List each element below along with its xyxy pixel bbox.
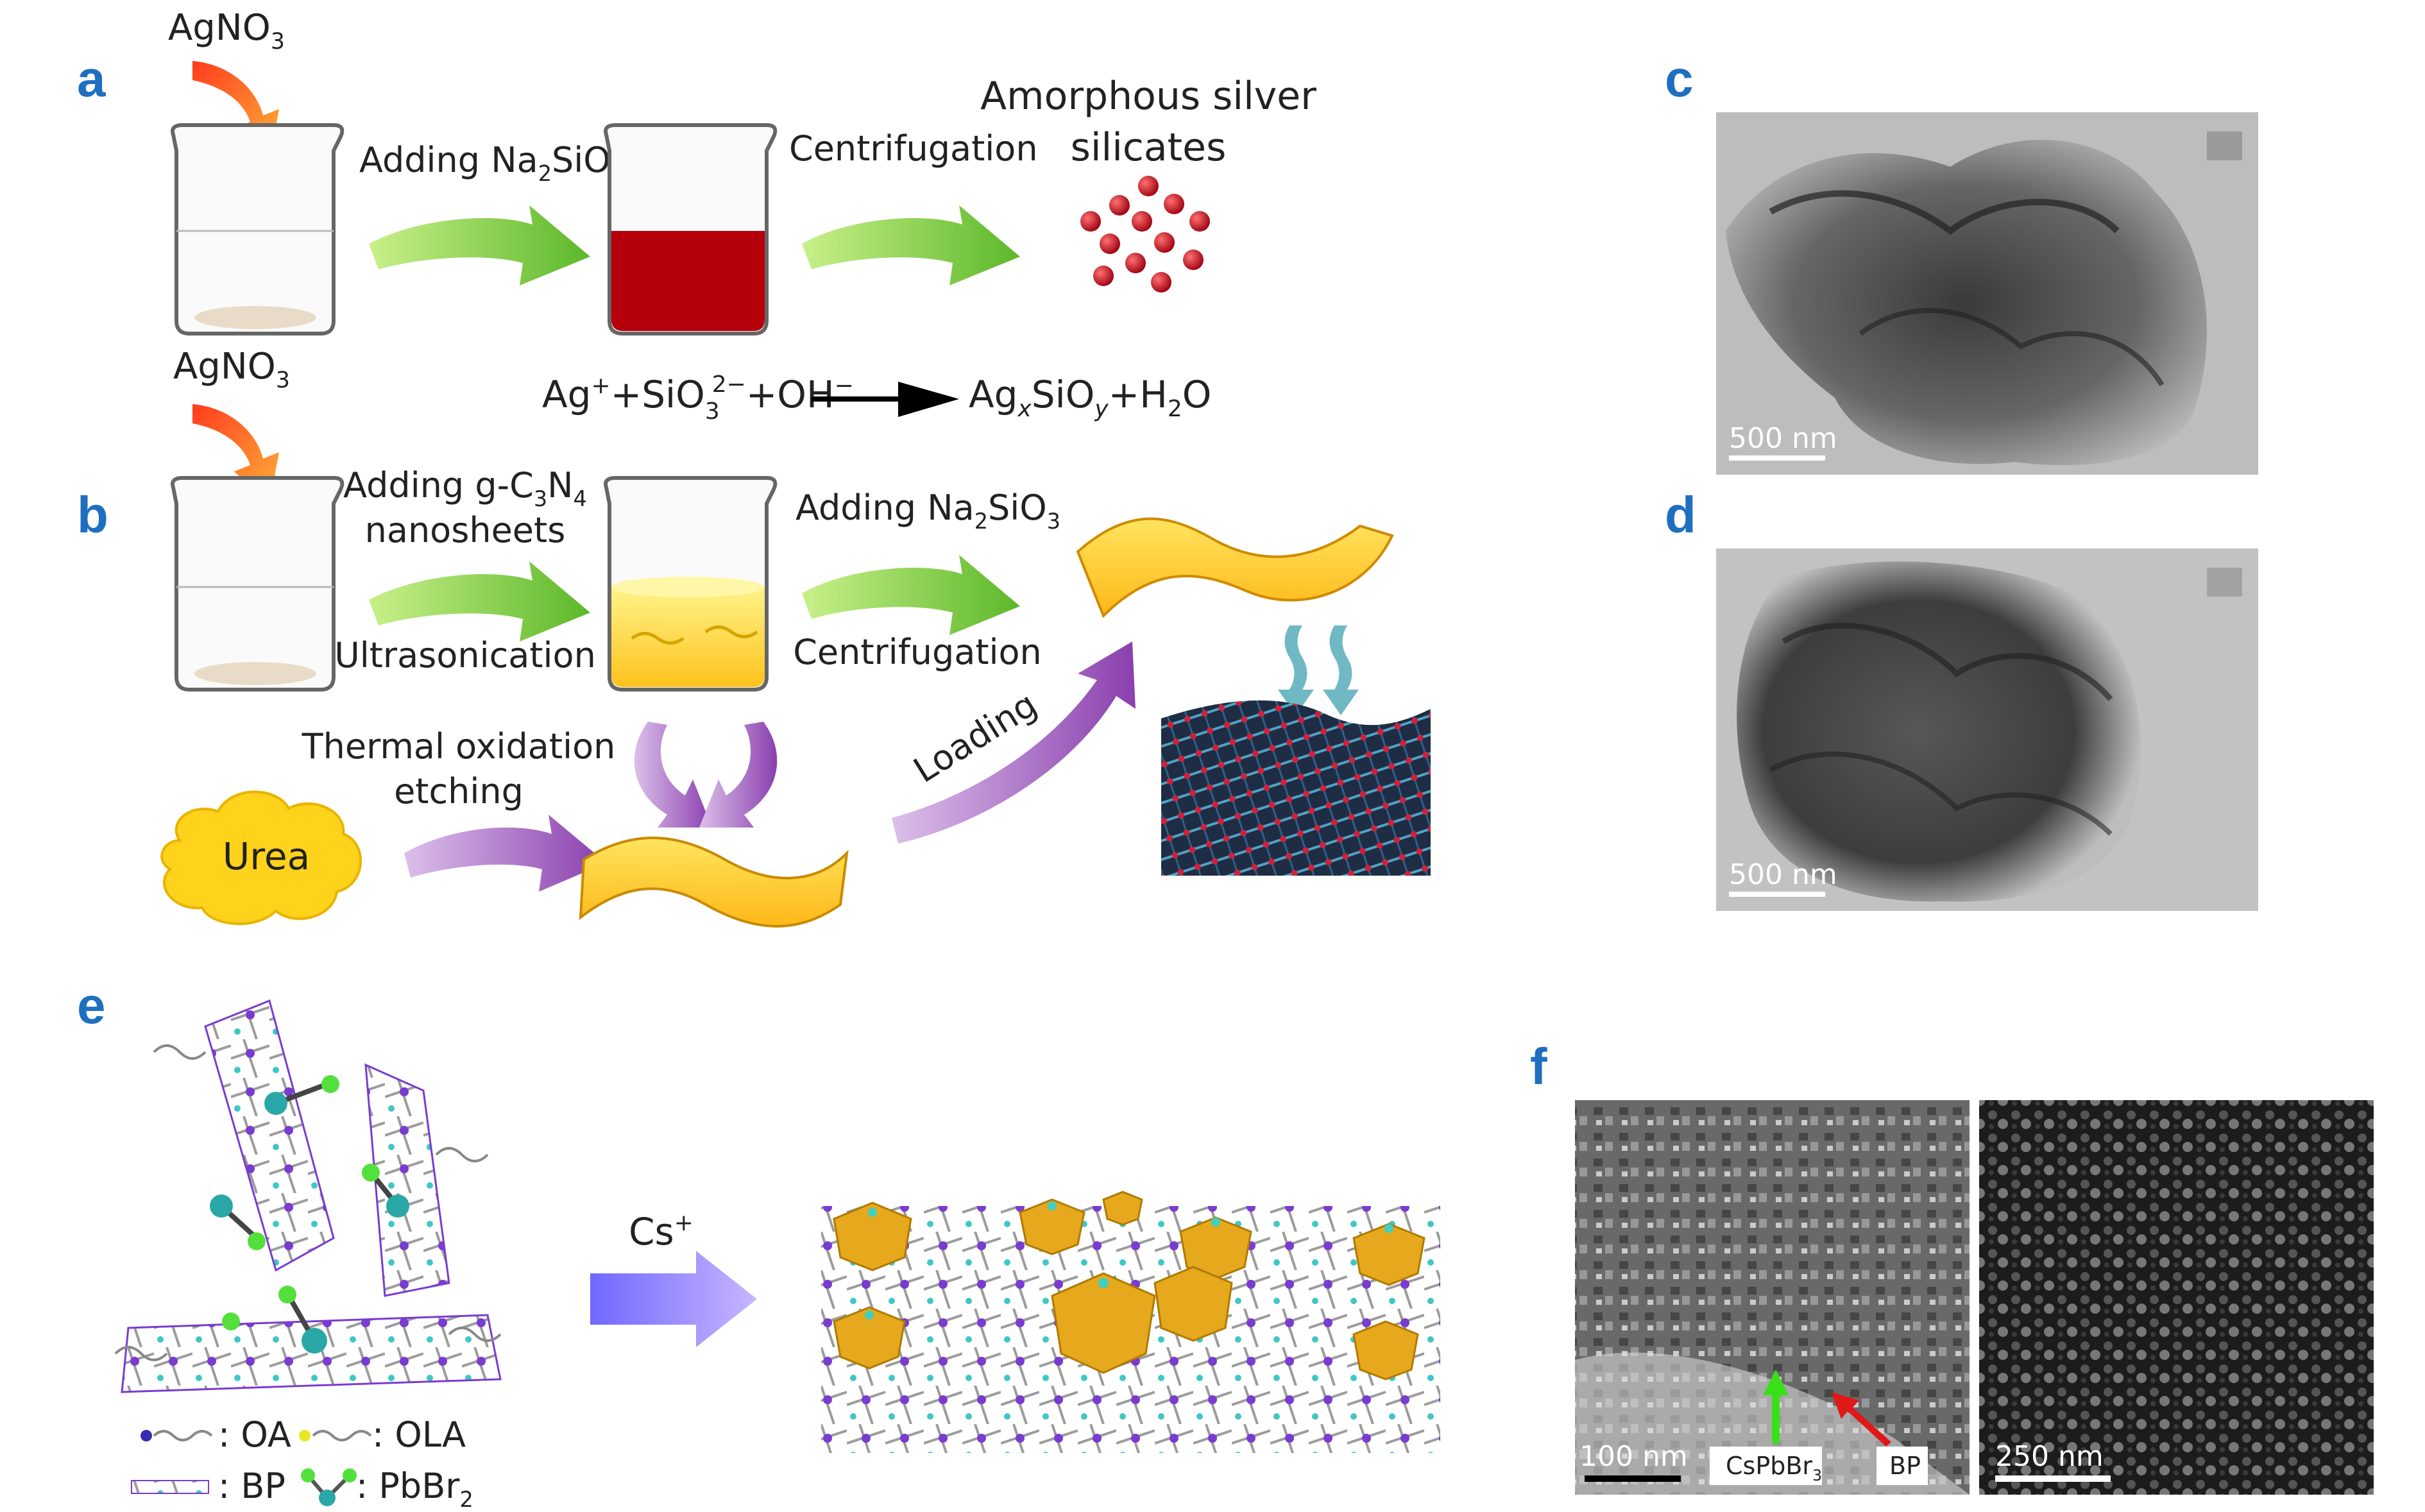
bp-label: BP — [1889, 1452, 1921, 1480]
panel-a: AgNO3 Adding Na2SiO3 Centrifugation Amor… — [168, 7, 1316, 336]
ultrasonication-label: Ultrasonication — [334, 635, 596, 675]
purple-arrow-icon — [404, 815, 606, 892]
scale-bar — [1995, 1475, 2111, 1482]
panel-c-tem-image: 500 nm — [1716, 112, 2258, 475]
cspbbr3-label-box — [1710, 1447, 1822, 1485]
green-arrow-icon — [802, 555, 1020, 635]
product-label-line1: Amorphous silver — [980, 74, 1316, 119]
green-arrow-icon — [369, 205, 590, 285]
nanosheets-label: nanosheets — [365, 510, 566, 550]
loaded-nanosheet-icon — [1076, 517, 1394, 618]
wavy-arrow-icon — [1323, 625, 1359, 715]
equation-reactants: Ag++SiO32−+OH− — [542, 371, 854, 425]
wavy-arrow-icon — [1278, 625, 1314, 715]
urea-label: Urea — [223, 835, 310, 878]
silver-silicate-particles-icon — [1080, 176, 1210, 293]
adding-gc3n4-label: Adding g-C3N4 — [343, 465, 587, 511]
green-arrow-icon — [802, 205, 1020, 285]
green-pointer-arrow-icon — [1763, 1370, 1789, 1443]
beaker-icon — [171, 123, 345, 336]
product-label-line2: silicates — [1071, 125, 1227, 170]
reaction-equation: AgNO3 Ag++SiO32−+OH− AgxSiOy+H2O — [173, 346, 1211, 425]
scale-bar-label-d: 500 nm — [1729, 858, 1837, 891]
panel-label-d: d — [1665, 486, 1696, 543]
thermal-oxidation-label: Thermal oxidation — [302, 726, 616, 767]
purple-arrow-icon — [634, 722, 712, 828]
red-pointer-arrow-icon — [1832, 1392, 1891, 1447]
legend: : OA : OLA : BP : PbBr2 — [131, 1414, 473, 1512]
agno3-label-b: AgNO3 — [173, 346, 290, 393]
loading-arrow-icon — [892, 641, 1136, 844]
panel-label-b: b — [77, 486, 108, 543]
tem-particle-aggregate — [1737, 561, 2141, 902]
equation-products: AgxSiOy+H2O — [969, 373, 1211, 422]
legend-oa: : OA — [218, 1414, 291, 1455]
panel-label-f: f — [1530, 1038, 1547, 1095]
panel-f: 100 nm 250 nm CsPbBr3 BP — [1575, 1100, 2374, 1495]
bp-triangle-assembly — [114, 999, 502, 1393]
agno3-label-a: AgNO3 — [168, 7, 285, 55]
beaker-icon — [171, 476, 345, 692]
panel-e: : OA : OLA : BP : PbBr2 Cs+ — [114, 999, 1440, 1512]
ola-icon — [299, 1430, 311, 1441]
legend-pbbr2: : PbBr2 — [356, 1466, 473, 1512]
cs-arrow-icon — [590, 1251, 757, 1347]
purple-arrow-icon — [699, 722, 778, 828]
beaker-yellow-solution-icon — [604, 476, 778, 692]
adding-na2sio3-label: Adding Na2SiO3 — [359, 140, 624, 186]
etching-label: etching — [394, 771, 523, 811]
legend-ola: : OLA — [372, 1414, 466, 1455]
bp-label-box — [1876, 1447, 1928, 1485]
panel-label-a: a — [77, 50, 106, 107]
panel-label-c: c — [1665, 50, 1694, 107]
panel-b: Adding g-C3N4 nanosheets Ultrasonication… — [160, 404, 1431, 928]
scale-bar — [1729, 455, 1825, 461]
scale-bar — [1729, 892, 1825, 897]
oa-icon — [140, 1430, 152, 1441]
reaction-arrow-icon — [812, 382, 959, 417]
legend-bp: : BP — [218, 1466, 285, 1506]
cspbbr3-bp-composite — [821, 1191, 1440, 1453]
beaker-red-solution-icon — [604, 123, 778, 336]
panel-d-tem-image: 500 nm — [1716, 548, 2258, 911]
cspbbr3-label: CsPbBr3 — [1726, 1452, 1822, 1484]
gc3n4-nanosheet-icon — [579, 837, 849, 928]
centrifugation-label-b: Centrifugation — [793, 632, 1042, 672]
pbbr2-icon — [301, 1468, 357, 1506]
bp-icon — [131, 1480, 209, 1494]
scale-bar-label-c: 500 nm — [1729, 422, 1837, 455]
tem-image-right — [1979, 1100, 2374, 1495]
scale-bar — [1585, 1475, 1681, 1482]
adding-na2sio3-label-b: Adding Na2SiO3 — [796, 488, 1060, 534]
tem-particle-aggregate — [1726, 139, 2207, 466]
scale-bar-label-f-left: 100 nm — [1579, 1440, 1688, 1473]
green-arrow-icon — [369, 561, 590, 641]
centrifugation-label-a: Centrifugation — [789, 128, 1038, 169]
lattice-structure-icon — [1161, 700, 1431, 876]
cs-label: Cs+ — [629, 1210, 693, 1253]
urea-cloud-icon — [160, 790, 362, 926]
panel-label-e: e — [77, 977, 106, 1034]
scale-bar-label-f-right: 250 nm — [1995, 1440, 2104, 1473]
